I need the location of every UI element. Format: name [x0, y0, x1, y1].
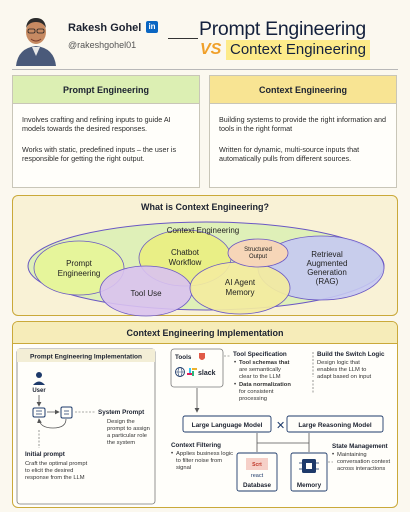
prompt-label-2: Engineering [58, 269, 101, 278]
tool-spec-bullet-3: clear to the LLM [239, 374, 281, 380]
system-prompt-desc-2: prompt to assign [107, 426, 150, 432]
switch-logic-desc-2: enables the LLM to [317, 367, 366, 373]
context-card-inputs: Written for dynamic, multi-source inputs… [219, 145, 360, 163]
switch-logic-desc-3: adapt based on input [317, 374, 372, 380]
tools-label: Tools [175, 354, 192, 361]
memory-label-1: AI Agent [225, 278, 256, 287]
database-label: Database [243, 482, 271, 489]
switch-x-icon: ✕ [276, 420, 285, 432]
tool-use-label: Tool Use [130, 289, 162, 298]
context-filtering-dot: • [171, 451, 173, 457]
vs-label: VS [200, 41, 222, 58]
data-norm-3: processing [239, 396, 267, 402]
data-norm-2: for consistent [239, 389, 274, 395]
author-avatar [10, 10, 62, 66]
switch-logic-title: Build the Switch Logic [317, 351, 385, 358]
llm-label: Large Language Model [192, 422, 263, 429]
prompt-card-definition: Involves crafting and refining inputs to… [22, 115, 171, 133]
what-is-context-engineering-section: What is Context Engineering? Context Eng… [12, 195, 398, 317]
state-mgmt-desc-2: conversation context [337, 459, 391, 465]
structured-output-ellipse [227, 238, 289, 268]
slack-label: slack [198, 370, 216, 377]
system-prompt-desc-1: Design the [107, 419, 135, 425]
initial-prompt-desc-1: Craft the optimal prompt [25, 461, 88, 467]
state-mgmt-title: State Management [332, 443, 389, 450]
system-prompt-icon [60, 406, 73, 419]
structured-label-1: Structured [244, 247, 272, 253]
data-norm-dot: • [234, 382, 236, 388]
linkedin-icon[interactable]: in [146, 21, 158, 33]
shield-tool-icon [199, 353, 205, 360]
what-is-title: What is Context Engineering? [140, 202, 269, 212]
system-prompt-desc-4: the system [107, 440, 135, 446]
title-context-engineering: Context Engineering [226, 40, 370, 60]
implementation-diagram: Prompt Engineering Implementation User S… [16, 348, 391, 505]
header-divider [12, 69, 398, 70]
rag-label-2: Augmented [307, 259, 348, 268]
implementation-title: Context Engineering Implementation [13, 322, 397, 344]
pe-implementation-title: Prompt Engineering Implementation [30, 354, 142, 361]
initial-prompt-icon [32, 407, 46, 418]
tool-spec-bullet-2: are semantically [239, 367, 281, 373]
context-filtering-desc-1: Applies business logic [176, 451, 233, 457]
author-handle: @rakeshgohel01 [68, 40, 137, 50]
user-icon [33, 372, 45, 385]
switch-logic-desc-1: Design logic that [317, 360, 360, 366]
context-engineering-venn: Context Engineering Prompt Engineering C… [27, 221, 385, 317]
globe-icon [175, 367, 185, 377]
memory-chip-icon [299, 459, 319, 473]
pe-implementation-header [17, 349, 155, 362]
context-engineering-card: Context Engineering Building systems to … [209, 75, 397, 188]
state-mgmt-dot: • [332, 452, 334, 458]
chatbot-label-1: Chatbot [171, 248, 200, 257]
state-mgmt-desc-1: Maintaining [337, 452, 367, 458]
tool-spec-bullet-1: Tool schemas that [239, 360, 290, 366]
author-name: Rakesh Gohel [68, 22, 142, 34]
prompt-card-inputs: Works with static, predefined inputs – t… [22, 145, 177, 163]
context-card-title: Context Engineering [210, 76, 396, 104]
system-to-prompt-loop [37, 418, 67, 429]
title-rule [168, 38, 198, 39]
prompt-engineering-card: Prompt Engineering Involves crafting and… [12, 75, 200, 188]
initial-prompt-desc-3: response from the LLM [25, 475, 85, 481]
context-filtering-desc-3: signal [176, 465, 191, 471]
memory-label-2: Memory [226, 288, 255, 297]
llm-box [182, 415, 272, 433]
implementation-section: Context Engineering Implementation Promp… [12, 321, 398, 508]
system-prompt-title: System Prompt [98, 409, 145, 416]
rag-label-3: Generation [307, 268, 347, 277]
title-prompt-engineering: Prompt Engineering [199, 18, 366, 40]
data-norm-1: Data normalization [239, 382, 291, 388]
slack-icon [187, 368, 197, 376]
rag-label-4: (RAG) [316, 277, 339, 286]
chatbot-label-2: Workflow [169, 258, 202, 267]
structured-label-2: Output [249, 254, 267, 260]
system-prompt-desc-3: a particular role [107, 433, 147, 439]
tool-spec-bullet-dot: • [234, 360, 236, 366]
lrm-label: Large Reasoning Model [298, 422, 372, 429]
outer-context-label: Context Engineering [167, 226, 240, 235]
state-mgmt-desc-3: across interactions [337, 466, 385, 472]
rag-label-1: Retrieval [311, 250, 343, 259]
prompt-card-title: Prompt Engineering [13, 76, 199, 104]
prompt-engineering-ellipse [33, 240, 125, 296]
memory-label: Memory [297, 482, 322, 489]
user-label: User [32, 388, 46, 394]
svg-text:Scrt: Scrt [252, 462, 262, 468]
context-filtering-title: Context Filtering [171, 442, 221, 449]
tool-spec-title: Tool Specification [233, 351, 287, 358]
database-icon: Scrt [246, 458, 268, 470]
context-filtering-desc-2: to filter noise from [176, 458, 222, 464]
lrm-box [286, 415, 384, 433]
initial-prompt-desc-2: to elicit the desired [25, 468, 73, 474]
prompt-label-1: Prompt [66, 259, 93, 268]
initial-prompt-title: Initial prompt [25, 451, 66, 458]
context-card-definition: Building systems to provide the right in… [219, 115, 386, 133]
react-label: react [251, 473, 264, 479]
